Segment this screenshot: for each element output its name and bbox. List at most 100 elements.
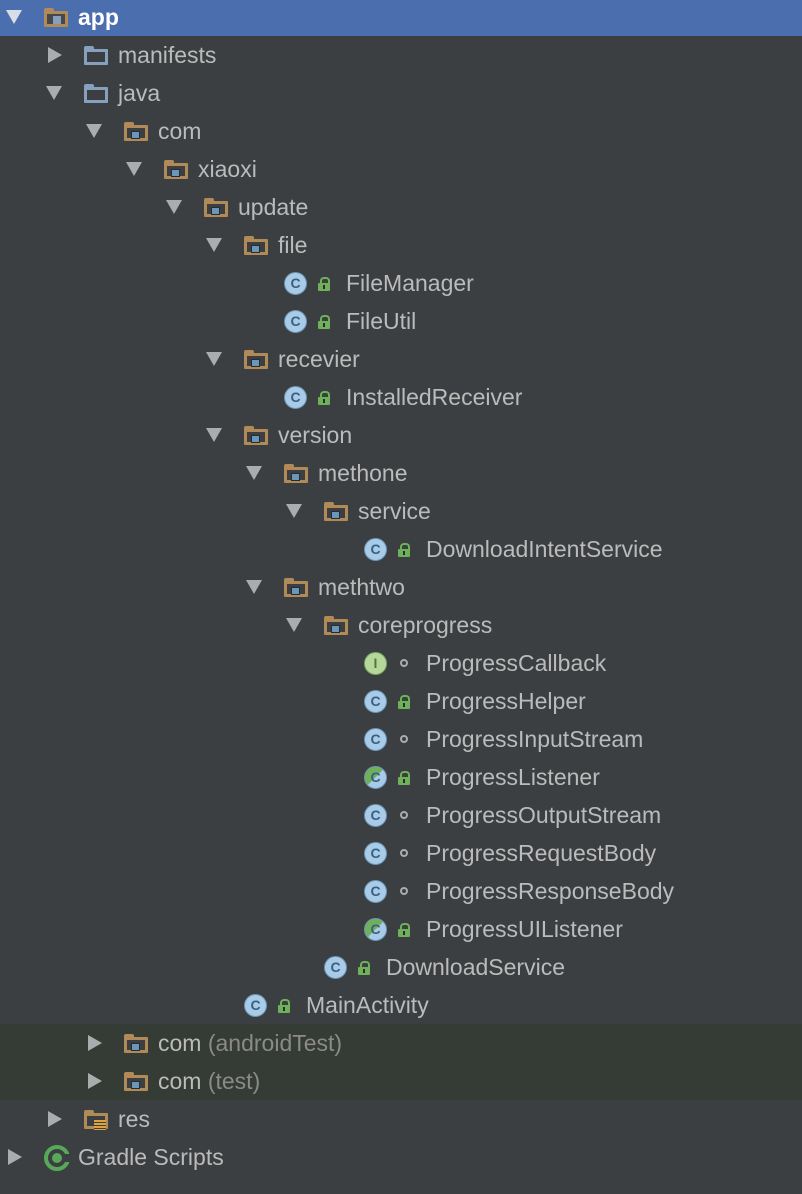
item-name: Gradle Scripts <box>78 1144 224 1170</box>
expand-arrow-down-icon[interactable] <box>206 238 222 252</box>
package-icon <box>164 160 188 179</box>
expand-arrow-down-icon[interactable] <box>206 352 222 366</box>
item-name: ProgressCallback <box>426 650 607 676</box>
package-icon <box>244 350 268 369</box>
tree-item-folder[interactable]: xiaoxi <box>0 150 802 188</box>
tree-item-folder[interactable]: coreprogress <box>0 606 802 644</box>
expand-arrow-right-icon[interactable] <box>48 1111 62 1127</box>
tree-item-label: DownloadService <box>386 953 565 981</box>
tree-item-class[interactable]: C DownloadService <box>0 948 802 986</box>
tree-item-label: coreprogress <box>358 611 492 639</box>
class-icon: C <box>364 842 387 865</box>
package-icon <box>124 1034 148 1053</box>
module-folder-icon <box>44 8 68 27</box>
tree-item-folder[interactable]: app <box>0 0 802 36</box>
tree-item-label: InstalledReceiver <box>346 383 522 411</box>
tree-item-label: DownloadIntentService <box>426 535 663 563</box>
package-private-icon <box>400 849 408 857</box>
package-icon <box>284 578 308 597</box>
expand-arrow-right-icon[interactable] <box>88 1073 102 1089</box>
tree-item-folder[interactable]: file <box>0 226 802 264</box>
expand-arrow-right-icon[interactable] <box>48 47 62 63</box>
tree-item-label: ProgressInputStream <box>426 725 643 753</box>
tree-item-label: com (androidTest) <box>158 1029 342 1057</box>
tree-item-folder[interactable]: com (test) <box>0 1062 802 1100</box>
item-name: manifests <box>118 42 217 68</box>
package-icon <box>284 464 308 483</box>
expand-arrow-down-icon[interactable] <box>126 162 142 176</box>
tree-item-label: recevier <box>278 345 360 373</box>
tree-item-folder[interactable]: res <box>0 1100 802 1138</box>
expand-arrow-down-icon[interactable] <box>166 200 182 214</box>
tree-item-class[interactable]: C FileUtil <box>0 302 802 340</box>
class-icon: C <box>284 272 307 295</box>
item-name: res <box>118 1106 150 1132</box>
class-icon: C <box>324 956 347 979</box>
tree-item-label: methone <box>318 459 408 487</box>
expand-arrow-down-icon[interactable] <box>6 10 22 24</box>
tree-item-label: app <box>78 3 119 31</box>
expand-arrow-down-icon[interactable] <box>246 466 262 480</box>
class-icon: C <box>364 538 387 561</box>
tree-item-label: ProgressUIListener <box>426 915 623 943</box>
tree-item-folder[interactable]: recevier <box>0 340 802 378</box>
tree-item-folder[interactable]: manifests <box>0 36 802 74</box>
package-icon <box>324 502 348 521</box>
item-name: xiaoxi <box>198 156 257 182</box>
expand-arrow-down-icon[interactable] <box>286 504 302 518</box>
source-set-suffix: (test) <box>201 1068 261 1094</box>
tree-item-label: service <box>358 497 431 525</box>
tree-item-folder[interactable]: methone <box>0 454 802 492</box>
tree-item-folder[interactable]: com <box>0 112 802 150</box>
source-folder-icon <box>84 46 108 65</box>
tree-item-folder[interactable]: methtwo <box>0 568 802 606</box>
expand-arrow-down-icon[interactable] <box>246 580 262 594</box>
tree-item-class[interactable]: C DownloadIntentService <box>0 530 802 568</box>
tree-item-folder[interactable]: java <box>0 74 802 112</box>
tree-item-label: ProgressOutputStream <box>426 801 661 829</box>
tree-item-folder[interactable]: update <box>0 188 802 226</box>
tree-item-label: manifests <box>118 41 216 69</box>
tree-item-class[interactable]: C FileManager <box>0 264 802 302</box>
tree-item-label: java <box>118 79 160 107</box>
tree-item-class[interactable]: C InstalledReceiver <box>0 378 802 416</box>
public-lock-icon <box>277 999 291 1013</box>
expand-arrow-down-icon[interactable] <box>206 428 222 442</box>
class-icon: C <box>284 386 307 409</box>
item-name: recevier <box>278 346 360 372</box>
item-name: ProgressListener <box>426 764 600 790</box>
tree-item-label: ProgressCallback <box>426 649 606 677</box>
tree-item-folder[interactable]: service <box>0 492 802 530</box>
expand-arrow-down-icon[interactable] <box>46 86 62 100</box>
item-name: FileManager <box>346 270 474 296</box>
tree-item-label: xiaoxi <box>198 155 257 183</box>
item-name: FileUtil <box>346 308 417 334</box>
tree-item-folder[interactable]: Gradle Scripts <box>0 1138 802 1176</box>
item-name: DownloadIntentService <box>426 536 663 562</box>
expand-arrow-down-icon[interactable] <box>86 124 102 138</box>
item-name: ProgressOutputStream <box>426 802 662 828</box>
package-icon <box>324 616 348 635</box>
class-icon: C <box>284 310 307 333</box>
tree-item-folder[interactable]: version <box>0 416 802 454</box>
expand-arrow-right-icon[interactable] <box>88 1035 102 1051</box>
tree-item-label: FileManager <box>346 269 474 297</box>
tree-item-label: FileUtil <box>346 307 416 335</box>
item-name: com <box>158 118 202 144</box>
package-icon <box>124 122 148 141</box>
expand-arrow-right-icon[interactable] <box>8 1149 22 1165</box>
source-set-suffix: (androidTest) <box>201 1030 343 1056</box>
class-icon: C <box>244 994 267 1017</box>
tree-item-folder[interactable]: com (androidTest) <box>0 1024 802 1062</box>
expand-arrow-down-icon[interactable] <box>286 618 302 632</box>
